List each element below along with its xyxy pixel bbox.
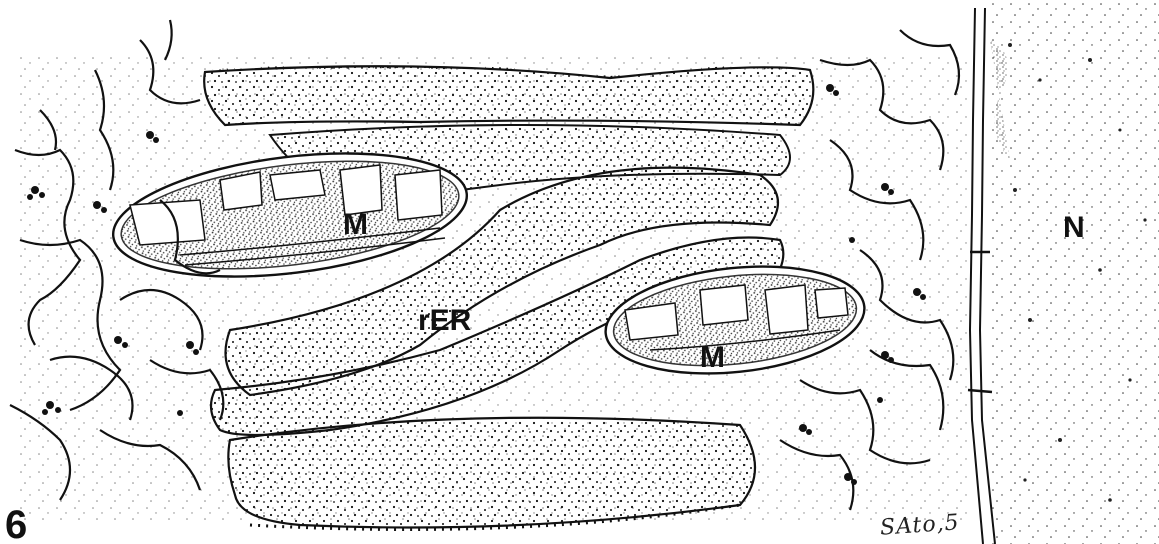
- nucleus-region: [985, 0, 1159, 544]
- nucleus-label: N: [1063, 213, 1085, 243]
- mitochondrion-label-upper: M: [343, 210, 368, 240]
- rer-cisterna-upper: [204, 66, 813, 125]
- rer-cisterna-bottom: [228, 418, 755, 530]
- rough-er-label: rER: [418, 306, 471, 336]
- mitochondrion-label-lower: M: [700, 343, 725, 373]
- figure-number: 6: [5, 505, 27, 544]
